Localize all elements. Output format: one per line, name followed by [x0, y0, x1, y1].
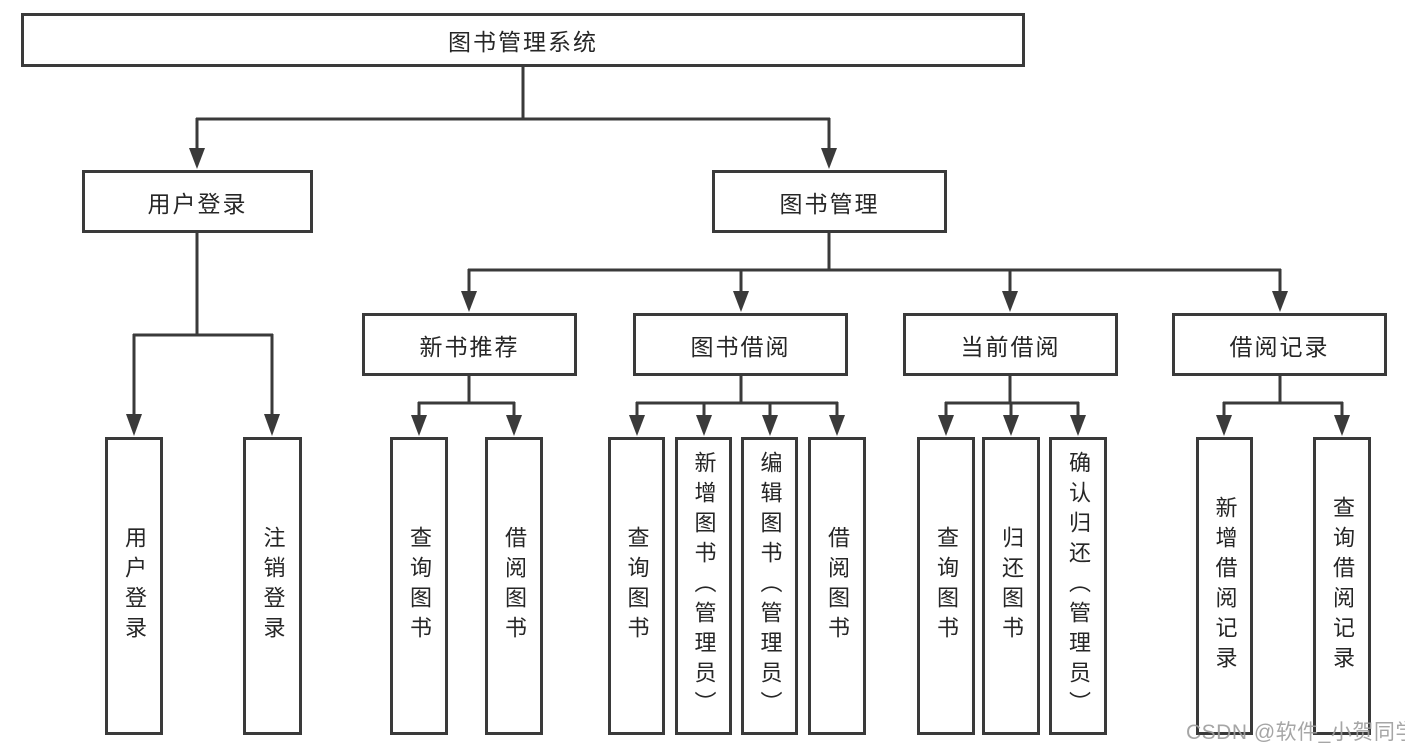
connector-borrow-records-branch	[1222, 375, 1344, 417]
leaf-label: 查询图书	[407, 526, 432, 646]
arrow-down-icon	[506, 415, 522, 436]
leaf-label: 编辑图书（管理员）	[757, 451, 783, 721]
csdn-watermark: CSDN @软件_小贺同学	[1186, 721, 1405, 744]
connector-user-login-branch	[132, 233, 274, 416]
node-label: 图书借阅	[690, 333, 791, 360]
leaf-query-books-borrowing: 查询图书	[608, 437, 665, 735]
arrow-down-icon	[461, 291, 477, 312]
arrow-down-icon	[1272, 291, 1288, 312]
leaf-query-books-current: 查询图书	[917, 437, 975, 735]
leaf-user-login: 用户登录	[105, 437, 163, 735]
arrow-down-icon	[189, 148, 205, 169]
arrow-down-icon	[938, 415, 954, 436]
arrow-down-icon	[733, 291, 749, 312]
leaf-edit-books-admin: 编辑图书（管理员）	[741, 437, 798, 735]
leaf-add-borrow-record: 新增借阅记录	[1196, 437, 1253, 735]
leaf-label: 新增图书（管理员）	[691, 451, 717, 721]
connector-book-management-branch	[467, 233, 1282, 293]
arrow-down-icon	[829, 415, 845, 436]
arrow-down-icon	[821, 148, 837, 169]
arrow-down-icon	[126, 414, 142, 436]
node-current-borrowing: 当前借阅	[903, 313, 1118, 376]
leaf-label: 查询图书	[624, 526, 650, 646]
leaf-label: 归还图书	[999, 526, 1024, 646]
leaf-label: 注销登录	[260, 526, 286, 646]
leaf-label: 借阅图书	[502, 526, 527, 646]
node-borrowing-records: 借阅记录	[1172, 313, 1387, 376]
leaf-label: 查询借阅记录	[1330, 496, 1355, 676]
connector-new-book-branch	[417, 376, 516, 417]
leaf-label: 新增借阅记录	[1212, 496, 1238, 676]
connector-current-borrow-branch	[944, 376, 1080, 417]
leaf-label: 查询图书	[934, 526, 959, 646]
connector-book-borrow-branch	[635, 376, 839, 417]
arrow-down-icon	[1334, 415, 1350, 436]
arrow-down-icon	[762, 415, 778, 436]
leaf-return-books: 归还图书	[982, 437, 1040, 735]
arrow-down-icon	[411, 415, 427, 436]
arrow-down-icon	[264, 414, 280, 436]
leaf-query-borrow-record: 查询借阅记录	[1313, 437, 1371, 735]
leaf-borrow-books: 借阅图书	[808, 437, 866, 735]
arrow-down-icon	[696, 415, 712, 436]
leaf-add-books-admin: 新增图书（管理员）	[675, 437, 732, 735]
leaf-borrow-books-recommend: 借阅图书	[485, 437, 543, 735]
arrow-down-icon	[1070, 415, 1086, 436]
leaf-label: 确认归还（管理员）	[1066, 451, 1091, 721]
leaf-logout: 注销登录	[243, 437, 302, 735]
node-new-book-recommendation: 新书推荐	[362, 313, 577, 376]
node-label: 借阅记录	[1229, 333, 1330, 360]
node-user-login: 用户登录	[82, 170, 313, 233]
connector-root-to-level2	[195, 67, 831, 150]
node-book-management: 图书管理	[712, 170, 947, 233]
node-label: 图书管理	[779, 190, 880, 217]
node-book-borrowing: 图书借阅	[633, 313, 848, 376]
leaf-label: 借阅图书	[825, 526, 850, 646]
arrow-down-icon	[629, 415, 645, 436]
arrow-down-icon	[1002, 291, 1018, 312]
leaf-query-books-recommend: 查询图书	[390, 437, 448, 735]
node-label: 图书管理系统	[448, 29, 598, 55]
leaf-label: 用户登录	[122, 526, 147, 646]
leaf-confirm-return-admin: 确认归还（管理员）	[1049, 437, 1107, 735]
node-label: 用户登录	[147, 190, 248, 217]
node-library-management-system: 图书管理系统	[21, 13, 1025, 67]
arrow-down-icon	[1216, 415, 1232, 436]
node-label: 当前借阅	[960, 333, 1061, 360]
arrow-down-icon	[1003, 415, 1019, 436]
node-label: 新书推荐	[419, 333, 520, 360]
